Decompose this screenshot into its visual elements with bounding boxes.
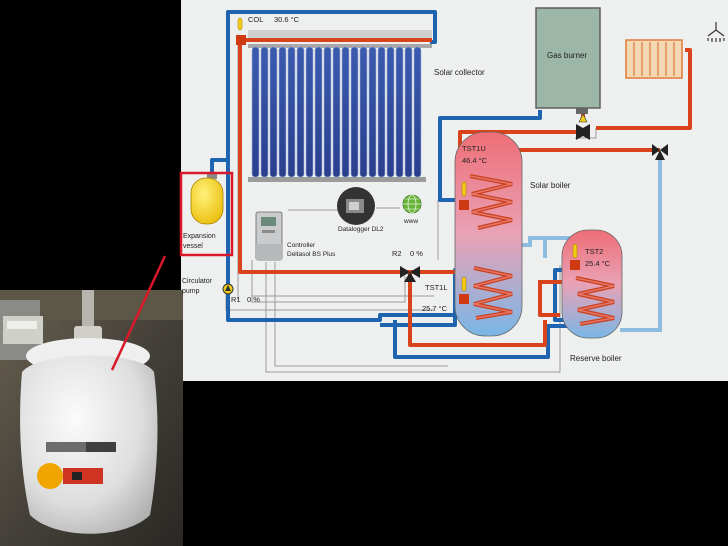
expansion-vessel-label-line1: Expansion [183, 233, 216, 240]
r2-name: R2 [392, 249, 402, 258]
expansion-vessel-label-line2: vessel [183, 243, 203, 250]
tst2-temp: 25.4 °C [585, 259, 611, 268]
callout-line [110, 255, 167, 371]
col-sensor-name: COL [248, 15, 263, 24]
labels: COL 30.6 °C Solar collector Gas burner S… [182, 15, 622, 363]
solar-collector-label: Solar collector [434, 68, 485, 77]
tst1l-sensor [459, 276, 469, 304]
controller-device [255, 211, 283, 261]
r1-name: R1 [231, 295, 241, 304]
r2-value: 0 % [410, 249, 423, 258]
solar-boiler-label: Solar boiler [530, 181, 571, 190]
datalogger-device [337, 187, 375, 225]
solar-collector [248, 30, 432, 182]
tst1u-name: TST1U [462, 144, 486, 153]
circulator-pump-icon [222, 283, 234, 295]
domestic-cold-pipes [520, 155, 662, 332]
tst1u-temp: 46.4 °C [462, 156, 488, 165]
r2-three-way-valve [400, 266, 420, 282]
reserve-boiler-label: Reserve boiler [570, 354, 622, 363]
www-label: www [403, 218, 418, 225]
tst1l-temp: 25.7 °C [422, 304, 448, 313]
tst2-name: TST2 [585, 247, 603, 256]
tst2-sensor [570, 243, 580, 270]
col-sensor-temp: 30.6 °C [274, 15, 300, 24]
gas-burner-label: Gas burner [547, 51, 587, 60]
dhw-mixing-valve [652, 144, 668, 160]
expansion-vessel-icon [190, 173, 224, 225]
solar-boiler [454, 131, 523, 337]
col-sensor [236, 17, 246, 45]
circulator-pump-label-line1: Circulator [182, 278, 213, 285]
shower-head-icon [707, 22, 725, 42]
controller-label-line1: Controller [287, 242, 316, 249]
circulator-pump-label-line2: pump [182, 288, 200, 295]
datalogger-label: Datalogger DL2 [338, 226, 384, 233]
controller-label-line2: Deltasol BS Plus [287, 251, 336, 258]
tst1l-name: TST1L [425, 283, 448, 292]
expansion-vessel-highlight [179, 171, 234, 257]
globe-icon [402, 194, 422, 214]
radiator [625, 39, 683, 79]
r1-value: 0 % [247, 295, 260, 304]
gas-valve [576, 124, 590, 140]
gas-burner [535, 7, 601, 123]
expansion-vessel-photo [0, 290, 183, 546]
tst1u-sensor [459, 181, 469, 210]
